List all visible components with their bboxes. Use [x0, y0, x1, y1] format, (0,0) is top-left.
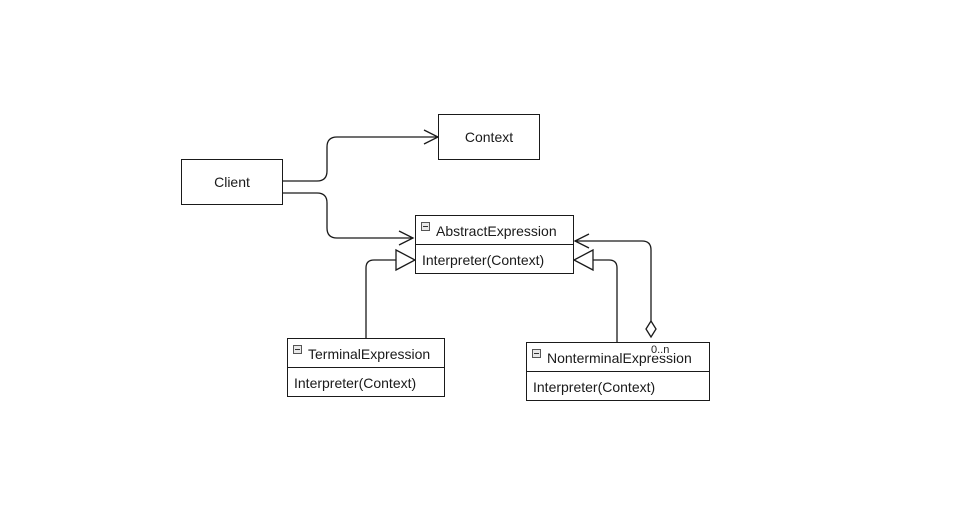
context-label: Context: [464, 129, 514, 145]
collapse-icon[interactable]: [421, 222, 430, 231]
abstract-expression-header: AbstractExpression: [416, 216, 573, 245]
edge-terminal-generalization: [365, 259, 396, 338]
abstract-expression-name: AbstractExpression: [436, 223, 557, 239]
generalization-triangle-right: [572, 248, 594, 272]
terminal-expression-header: TerminalExpression: [288, 339, 444, 368]
nonterminal-expression-header: NonterminalExpression: [527, 343, 709, 372]
client-label: Client: [214, 174, 250, 190]
aggregation-arrowhead: [573, 233, 590, 249]
client-box[interactable]: Client: [181, 159, 283, 205]
arrowhead-abstract: [398, 230, 415, 246]
terminal-expression-method: Interpreter(Context): [294, 375, 417, 391]
multiplicity-label: 0..n: [651, 344, 670, 356]
terminal-expression-name: TerminalExpression: [308, 346, 431, 362]
context-box[interactable]: Context: [438, 114, 540, 160]
collapse-icon[interactable]: [532, 349, 541, 358]
edge-aggregation: [575, 240, 652, 321]
edge-client-abstract: [283, 192, 413, 239]
generalization-triangle-left: [395, 248, 417, 272]
abstract-expression-method: Interpreter(Context): [422, 252, 545, 268]
edge-client-context: [283, 136, 438, 182]
abstract-expression-class[interactable]: AbstractExpression Interpreter(Context): [415, 215, 574, 274]
nonterminal-expression-method: Interpreter(Context): [533, 379, 656, 395]
terminal-expression-class[interactable]: TerminalExpression Interpreter(Context): [287, 338, 445, 397]
aggregation-diamond: [645, 319, 657, 339]
nonterminal-expression-class[interactable]: NonterminalExpression Interpreter(Contex…: [526, 342, 710, 401]
collapse-icon[interactable]: [293, 345, 302, 354]
edge-nonterminal-generalization: [593, 259, 618, 342]
nonterminal-expression-name: NonterminalExpression: [547, 350, 692, 366]
